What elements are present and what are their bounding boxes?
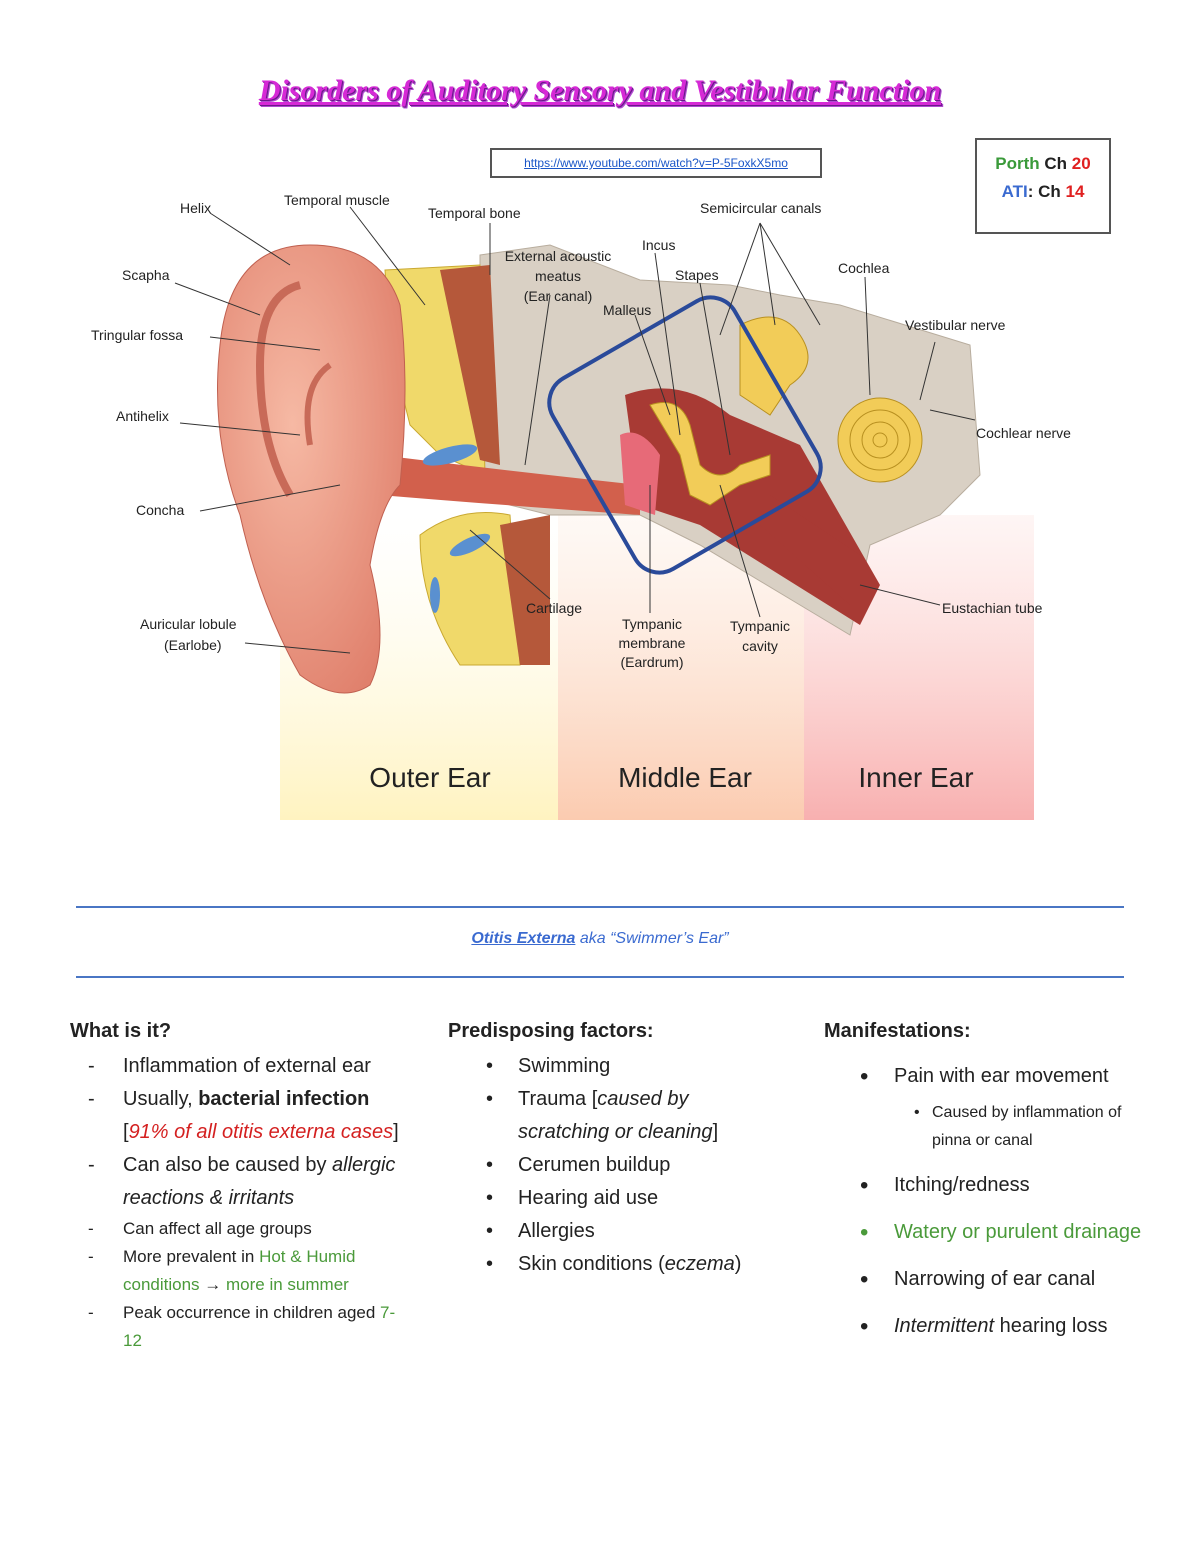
ati-colon: : [1027,182,1034,201]
label-tc-2: cavity [742,638,778,654]
section-aka: aka “Swimmer’s Ear” [579,930,729,947]
chapter-reference-box: Porth Ch 20 ATI: Ch 14 [975,138,1111,234]
ati-ch: Ch [1038,182,1061,201]
ear-anatomy-diagram: Helix Temporal muscle Temporal bone Exte… [91,192,1071,820]
ossicles-shape [649,402,771,506]
label-vestibular-nerve: Vestibular nerve [905,317,1006,333]
pinna-shape [217,244,406,694]
middle-ear-highlight [547,295,823,575]
section-heading: Otitis Externa aka “Swimmer’s Ear” [0,930,1200,948]
label-tc-1: Tympanic [730,618,790,634]
label-concha: Concha [136,502,184,518]
cochlea-shape [837,397,923,483]
eustachian-tube-shape [760,495,870,605]
list-item: Trauma [caused by scratching or cleaning… [448,1083,778,1149]
label-tm-1: Tympanic [622,616,682,632]
label-temporal-muscle: Temporal muscle [284,192,390,208]
porth-ch: Ch [1044,154,1068,173]
list-item: More prevalent in Hot & Humid conditions… [70,1243,400,1299]
section-name: Otitis Externa [471,930,576,947]
list-item: Narrowing of ear canal [824,1263,1164,1296]
manif-heading: Manifestations: [824,1020,971,1042]
manifestations-column: Manifestations: Pain with ear movement C… [824,1015,1164,1357]
ati-ref: ATI: Ch 14 [977,178,1109,206]
label-tm-2: membrane [619,635,686,651]
label-temporal-bone: Temporal bone [428,205,521,221]
list-item: Skin conditions (eczema) [448,1248,778,1281]
what-heading: What is it? [70,1020,172,1042]
label-antihelix: Antihelix [116,408,169,424]
label-cochlear-nerve: Cochlear nerve [976,425,1071,441]
list-item: Itching/redness [824,1169,1164,1202]
video-link[interactable]: https://www.youtube.com/watch?v=P-5FoxkX… [524,156,788,170]
list-item: Cerumen buildup [448,1149,778,1182]
label-eustachian-tube: Eustachian tube [942,600,1043,616]
label-malleus: Malleus [603,302,651,318]
semicircular-canals-shape [739,316,809,416]
manif-list: Pain with ear movement Caused by inflamm… [824,1060,1164,1343]
label-stapes: Stapes [675,267,719,283]
porth-label: Porth [995,154,1040,173]
label-eam-3: (Ear canal) [524,288,592,304]
list-item: Hearing aid use [448,1182,778,1215]
label-triangular-fossa: Tringular fossa [91,327,183,343]
label-cartilage: Cartilage [526,600,582,616]
list-item: Usually, bacterial infection[91% of all … [70,1083,400,1149]
what-list: Inflammation of external ear Usually, ba… [70,1050,400,1355]
list-item: Intermittent hearing loss [824,1310,1164,1343]
list-item: Allergies [448,1215,778,1248]
rule-top [76,906,1124,908]
porth-number: 20 [1071,154,1091,173]
label-scapha: Scapha [122,267,170,283]
what-is-it-column: What is it? Inflammation of external ear… [70,1015,400,1355]
label-eam-1: External acoustic [505,248,612,264]
ear-canal-shape [380,455,640,515]
factors-heading: Predisposing factors: [448,1020,654,1042]
predisposing-factors-column: Predisposing factors: Swimming Trauma [c… [448,1015,778,1281]
list-item: Inflammation of external ear [70,1050,400,1083]
list-item: Can affect all age groups [70,1215,400,1243]
label-middle-ear: Middle Ear [618,762,752,793]
label-tm-3: (Eardrum) [620,654,683,670]
porth-ref: Porth Ch 20 [977,150,1109,178]
factors-list: Swimming Trauma [caused by scratching or… [448,1050,778,1281]
list-item: Caused by inflammation of pinna or canal [824,1099,1164,1155]
video-link-box: https://www.youtube.com/watch?v=P-5FoxkX… [490,148,822,178]
label-eam-2: meatus [535,268,581,284]
list-item: Peak occurrence in children aged 7-12 [70,1299,400,1355]
page-title: Disorders of Auditory Sensory and Vestib… [258,74,942,107]
list-item: Can also be caused by allergic reactions… [70,1149,400,1215]
label-helix: Helix [180,200,211,216]
ati-label: ATI [1001,182,1028,201]
list-item: Pain with ear movement [824,1060,1164,1093]
ati-number: 14 [1065,182,1085,201]
label-lobule-2: (Earlobe) [164,637,222,653]
label-incus: Incus [642,237,675,253]
label-lobule-1: Auricular lobule [140,616,237,632]
label-cochlea: Cochlea [838,260,890,276]
list-item: Swimming [448,1050,778,1083]
label-inner-ear: Inner Ear [858,762,973,793]
rule-bottom [76,976,1124,978]
cartilage-shape [419,512,521,666]
label-semicircular-canals: Semicircular canals [700,200,821,216]
list-item: Watery or purulent drainage [824,1216,1164,1249]
label-outer-ear: Outer Ear [369,762,490,793]
